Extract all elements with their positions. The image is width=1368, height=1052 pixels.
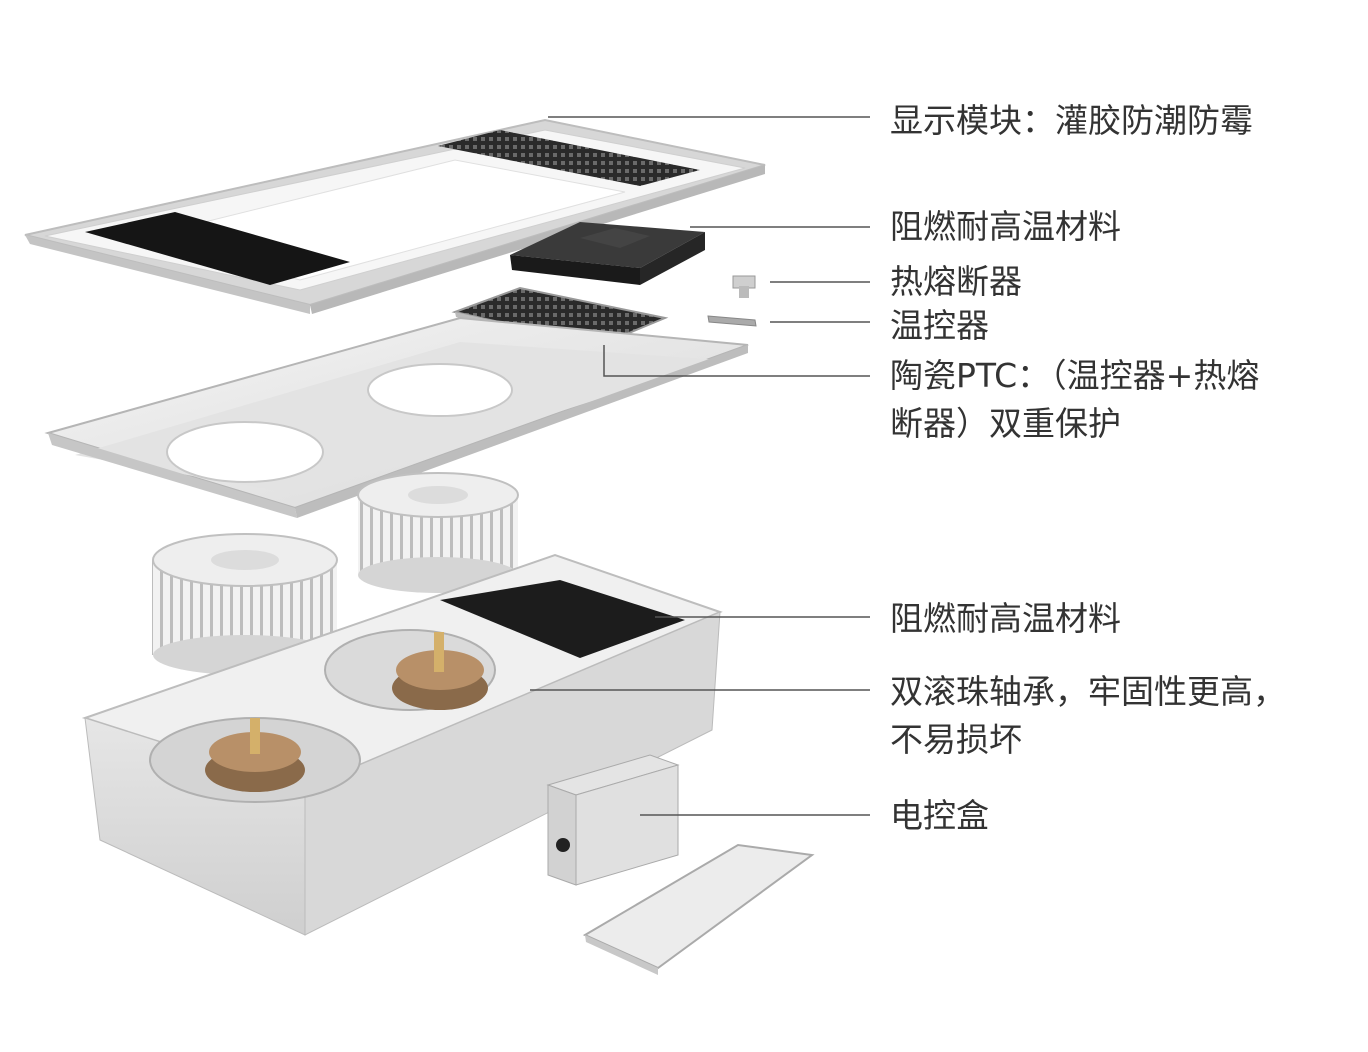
thermal-fuse-part <box>732 275 756 298</box>
callout-thermostat: 温控器 <box>890 306 989 345</box>
fan-impeller-right <box>357 472 519 593</box>
thermostat-part <box>707 315 757 327</box>
callout-flame-retardant-top: 阻燃耐高温材料 <box>890 207 1121 246</box>
callout-flame-retardant-bottom: 阻燃耐高温材料 <box>890 599 1121 638</box>
motor-right <box>392 632 488 710</box>
callout-ball-bearing-line1: 双滚珠轴承，牢固性更高， <box>890 672 1286 711</box>
leader-line-ptc <box>603 345 870 377</box>
middle-tray <box>44 316 749 518</box>
flame-retardant-block <box>510 222 705 285</box>
callout-ceramic-ptc-line1: 陶瓷PTC：（温控器+热熔 <box>890 356 1260 395</box>
callout-control-box: 电控盒 <box>890 796 989 835</box>
control-box-lid <box>582 843 815 975</box>
callout-thermal-fuse: 热熔断器 <box>890 262 1022 301</box>
callout-ball-bearing-line2: 不易损坏 <box>890 720 1022 759</box>
leader-lines <box>530 116 870 816</box>
display-module-frame <box>24 118 766 314</box>
motor-left <box>205 718 305 792</box>
callout-ceramic-ptc-line2: 断器）双重保护 <box>890 404 1121 443</box>
callout-display-module: 显示模块：灌胶防潮防霉 <box>890 101 1253 140</box>
fan-impeller-left <box>152 533 338 675</box>
control-box <box>546 754 680 886</box>
